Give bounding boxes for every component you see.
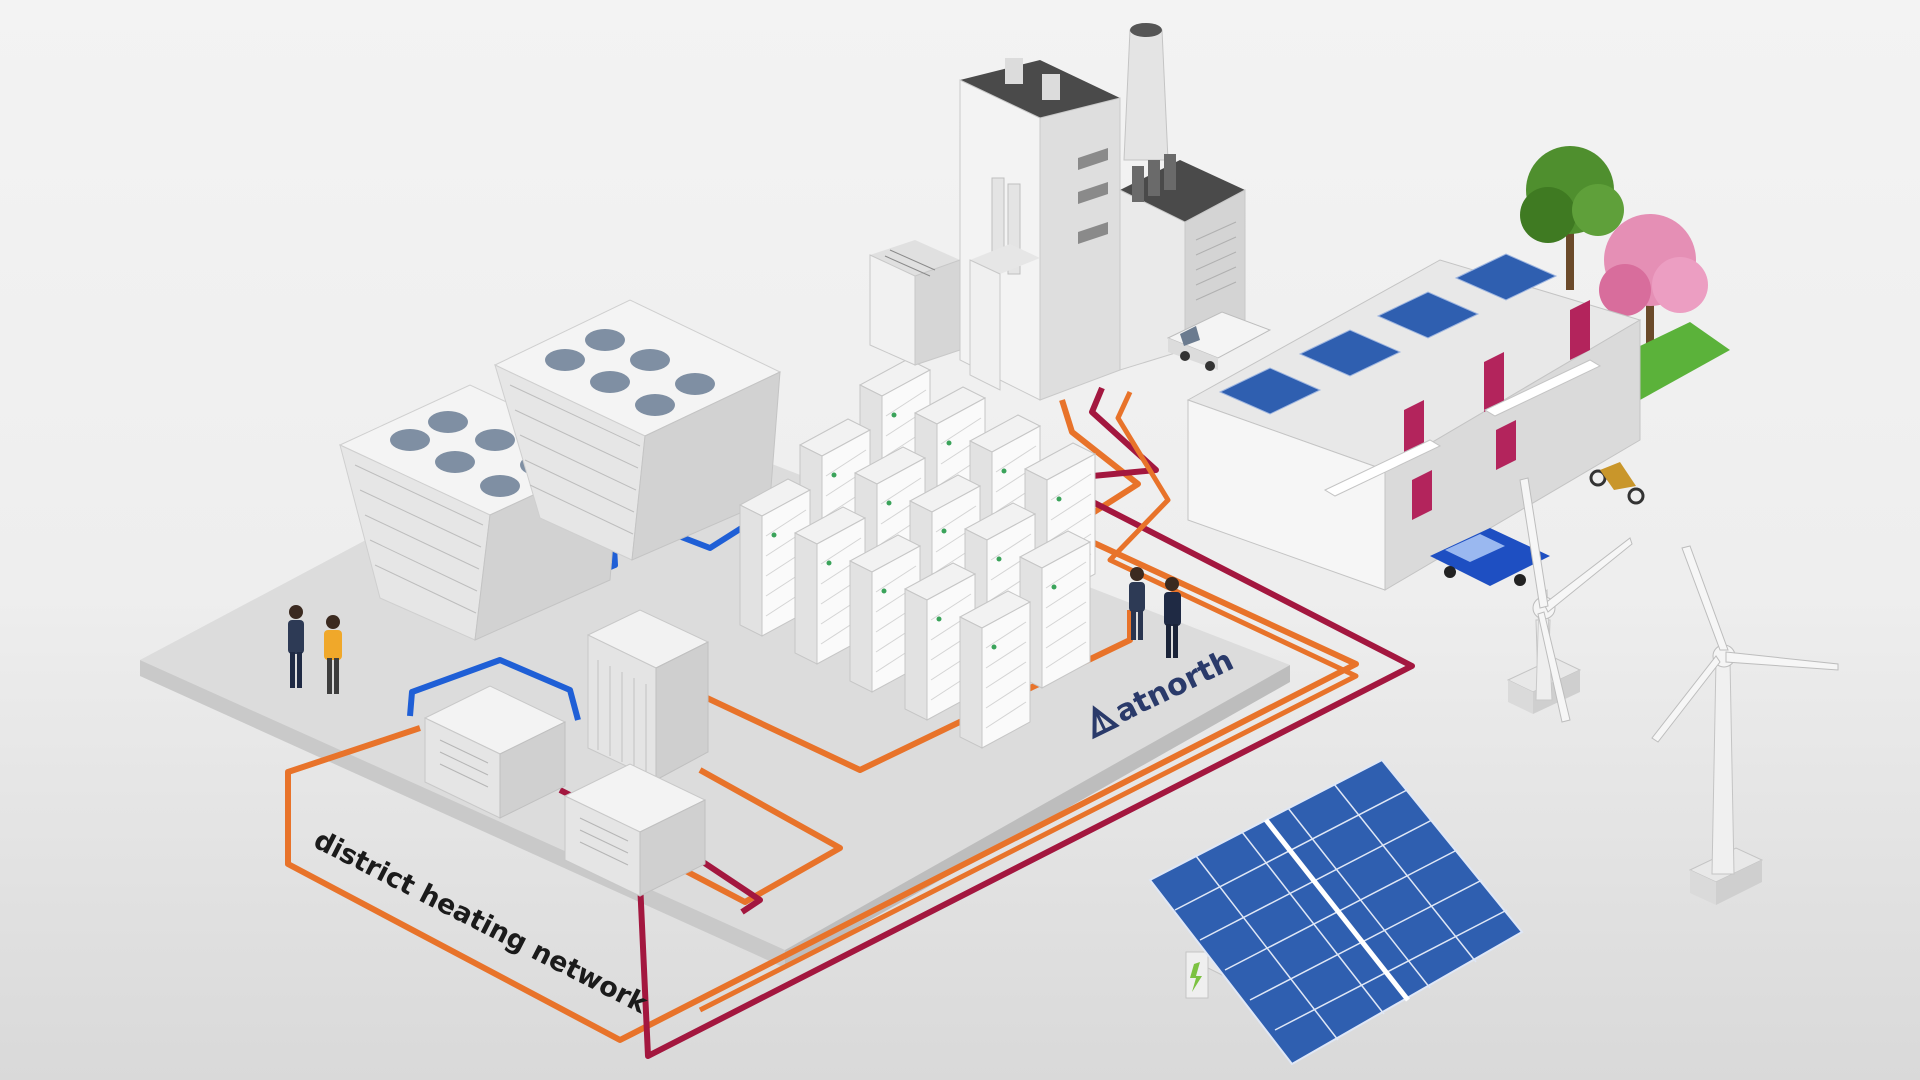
people-left — [288, 605, 342, 694]
heat-exchanger-tower — [586, 609, 710, 781]
factory-icon — [869, 23, 1272, 401]
person-icon — [1164, 577, 1181, 658]
person-icon — [288, 605, 304, 688]
person-icon — [324, 615, 342, 694]
balconies — [1323, 359, 1602, 497]
wind-turbine-icon — [1651, 545, 1839, 905]
solar-houses-icon — [1186, 146, 1730, 591]
solar-panel-icon — [1148, 758, 1524, 1066]
factory-side-hall — [1119, 154, 1246, 371]
hot-pipe-loop — [285, 399, 1359, 1043]
tree-icon — [1520, 146, 1624, 290]
tree-icon — [1599, 214, 1708, 360]
hot-pipe-heat-exchanger — [678, 767, 843, 905]
cold-pipe-chillers — [407, 657, 581, 721]
rooftop-solar-panels — [1218, 253, 1558, 415]
house-row — [1186, 253, 1642, 591]
factory-chimney — [1123, 23, 1169, 161]
car-icon — [1430, 528, 1550, 586]
atnorth-logo-icon — [1092, 705, 1120, 740]
server-rack-icon — [793, 506, 867, 665]
server-rack-icon — [958, 590, 1032, 749]
motorcycle-icon — [1589, 462, 1645, 505]
hot-pipe-houses — [698, 390, 1359, 1013]
van-icon — [1166, 311, 1272, 371]
people-right — [1129, 567, 1181, 658]
wind-turbine-icon — [1506, 477, 1633, 723]
person-icon — [1129, 567, 1145, 640]
chiller-unit-2 — [563, 763, 707, 897]
chiller-unit-1 — [423, 685, 567, 819]
cooling-unit-right — [493, 299, 782, 561]
factory-front-block — [869, 177, 1040, 391]
server-racks — [738, 358, 1097, 749]
